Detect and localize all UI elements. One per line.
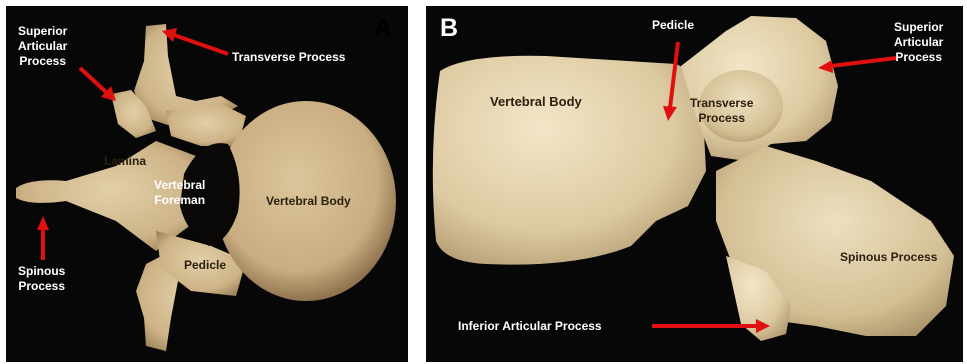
label-spinous-process: Spinous Process [840, 250, 937, 265]
label-pedicle: Pedicle [652, 18, 694, 33]
vertebra-lateral-view-photo [426, 6, 963, 362]
panel-a-superior-view: A Superior Articular Process Transverse … [6, 6, 408, 362]
label-vertebral-foramen: Vertebral Foreman [154, 178, 205, 208]
label-inferior-articular-process: Inferior Articular Process [458, 319, 602, 334]
arrow-spinous-process [37, 216, 49, 260]
panel-a-letter: A [374, 16, 392, 41]
lateral-vertebral-body-shape [433, 56, 706, 265]
label-vertebral-body: Vertebral Body [266, 194, 351, 209]
pedicle-upper-shape [166, 104, 246, 146]
panel-b-lateral-view: B Pedicle Superior Articular Process Ver… [426, 6, 963, 362]
label-transverse-process: Transverse Process [232, 50, 345, 65]
label-spinous-process: Spinous Process [18, 264, 65, 294]
label-lamina: Lamina [104, 154, 146, 169]
label-vertebral-body: Vertebral Body [490, 94, 582, 110]
arrow-transverse-process [162, 28, 228, 54]
label-superior-articular-process: Superior Articular Process [18, 24, 67, 69]
panel-b-letter: B [440, 16, 458, 41]
label-transverse-process: Transverse Process [690, 96, 753, 126]
label-superior-articular-process: Superior Articular Process [894, 20, 943, 65]
label-pedicle: Pedicle [184, 258, 226, 273]
arrow-superior-articular-process [80, 68, 116, 101]
